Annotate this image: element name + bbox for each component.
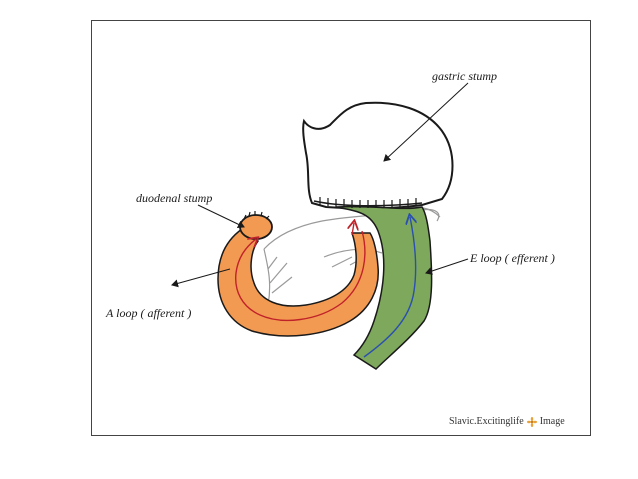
gastric-stump-leader <box>383 82 469 162</box>
duodenal-stump-leader <box>197 204 245 229</box>
label-gastric-stump: gastric stump <box>432 69 498 83</box>
flower-icon <box>526 416 537 427</box>
a-loop-leader <box>171 268 231 288</box>
afferent-loop <box>217 228 379 337</box>
e-loop-leader <box>425 258 469 275</box>
billroth-ii-diagram <box>171 82 469 370</box>
duodenal-stump-sutures <box>243 211 270 220</box>
gastric-stump <box>302 101 454 210</box>
efferent-loop <box>335 205 433 370</box>
afferent-exit-arrow <box>352 223 354 236</box>
watermark-text-left: Slavic.Excitinglife <box>449 416 524 427</box>
watermark: Slavic.Excitinglife Image <box>449 416 565 427</box>
label-a-loop: A loop ( afferent ) <box>106 306 192 320</box>
efferent-flow-arrow <box>363 217 416 358</box>
label-duodenal-stump: duodenal stump <box>136 191 213 205</box>
afferent-flow-arrow <box>235 230 366 321</box>
diagram-frame: gastric stump duodenal stump E loop ( ef… <box>91 20 591 436</box>
label-e-loop: E loop ( efferent ) <box>470 251 555 265</box>
anastomosis-sutures <box>313 197 423 208</box>
watermark-text-right: Image <box>539 416 565 427</box>
